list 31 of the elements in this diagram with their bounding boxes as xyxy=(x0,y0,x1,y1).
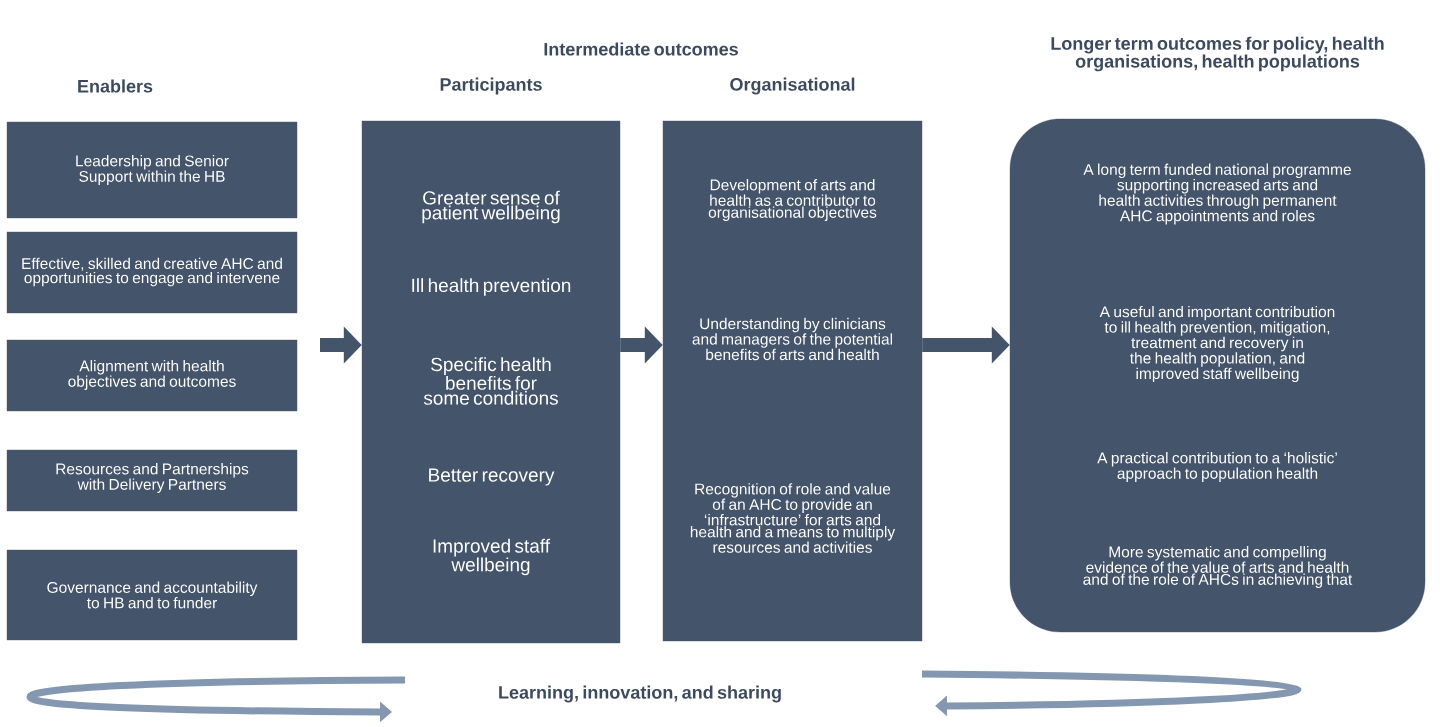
box-text: Specific health benefits for some conditions xyxy=(423,357,558,405)
box-text: Greater sense of patient wellbeing xyxy=(422,190,560,224)
outcome-box xyxy=(1009,118,1426,633)
box-text: Alignment with health objectives and outcomes xyxy=(68,360,236,390)
box-text: A practical contribution to a ‘holistic’ approach to population health xyxy=(1097,452,1337,482)
box-text: Resources and Partnerships with Delivery Partners xyxy=(56,463,249,493)
box-text: A useful and important contribution to ill health prevention, mitigation, treatment and recovery in the health population, and improved staff wellbeing xyxy=(1099,305,1335,383)
heading: Learning, innovation, and sharing xyxy=(499,685,781,703)
box-text: Recognition of role and value of an AHC to provide an ‘infrastructure’ for arts and health and a means to multiply resources and activities xyxy=(690,483,896,553)
box-text: A long term funded national programme supporting increased arts and health activities through permanent AHC appointments and roles xyxy=(1083,163,1351,225)
box-text: Leadership and Senior Support within the HB xyxy=(76,155,229,185)
heading: Intermediate outcomes xyxy=(544,42,738,56)
box-text: Better recovery xyxy=(429,468,555,486)
box-text: Improved staff wellbeing xyxy=(433,538,551,576)
outcome-box xyxy=(6,121,298,219)
box-text: Ill health prevention xyxy=(412,278,571,296)
outcome-box xyxy=(6,549,298,641)
outcome-box xyxy=(6,231,298,314)
outcome-box xyxy=(361,120,621,644)
box-text: Governance and accountability to HB and to funder xyxy=(47,581,258,609)
box-text: More systematic and compelling evidence of the value of arts and health and of the role of AHCs in achieving that xyxy=(1083,546,1353,588)
box-text: Development of arts and health as a contributor to organisational objectives xyxy=(708,179,877,221)
box-text: Effective, skilled and creative AHC and opportunities to engage and intervene xyxy=(22,257,282,287)
heading: Enablers xyxy=(78,79,153,93)
outcome-box xyxy=(6,449,298,512)
column-heading: Participants xyxy=(440,77,542,95)
outcome-box xyxy=(6,339,298,412)
box-text: Understanding by clinicians and managers of the potential benefits of arts and health xyxy=(692,317,892,361)
outcome-box xyxy=(662,120,923,642)
column-heading: Organisational xyxy=(730,77,855,95)
column-heading: Longer term outcomes for policy, health organisations, health populations xyxy=(1051,36,1384,72)
